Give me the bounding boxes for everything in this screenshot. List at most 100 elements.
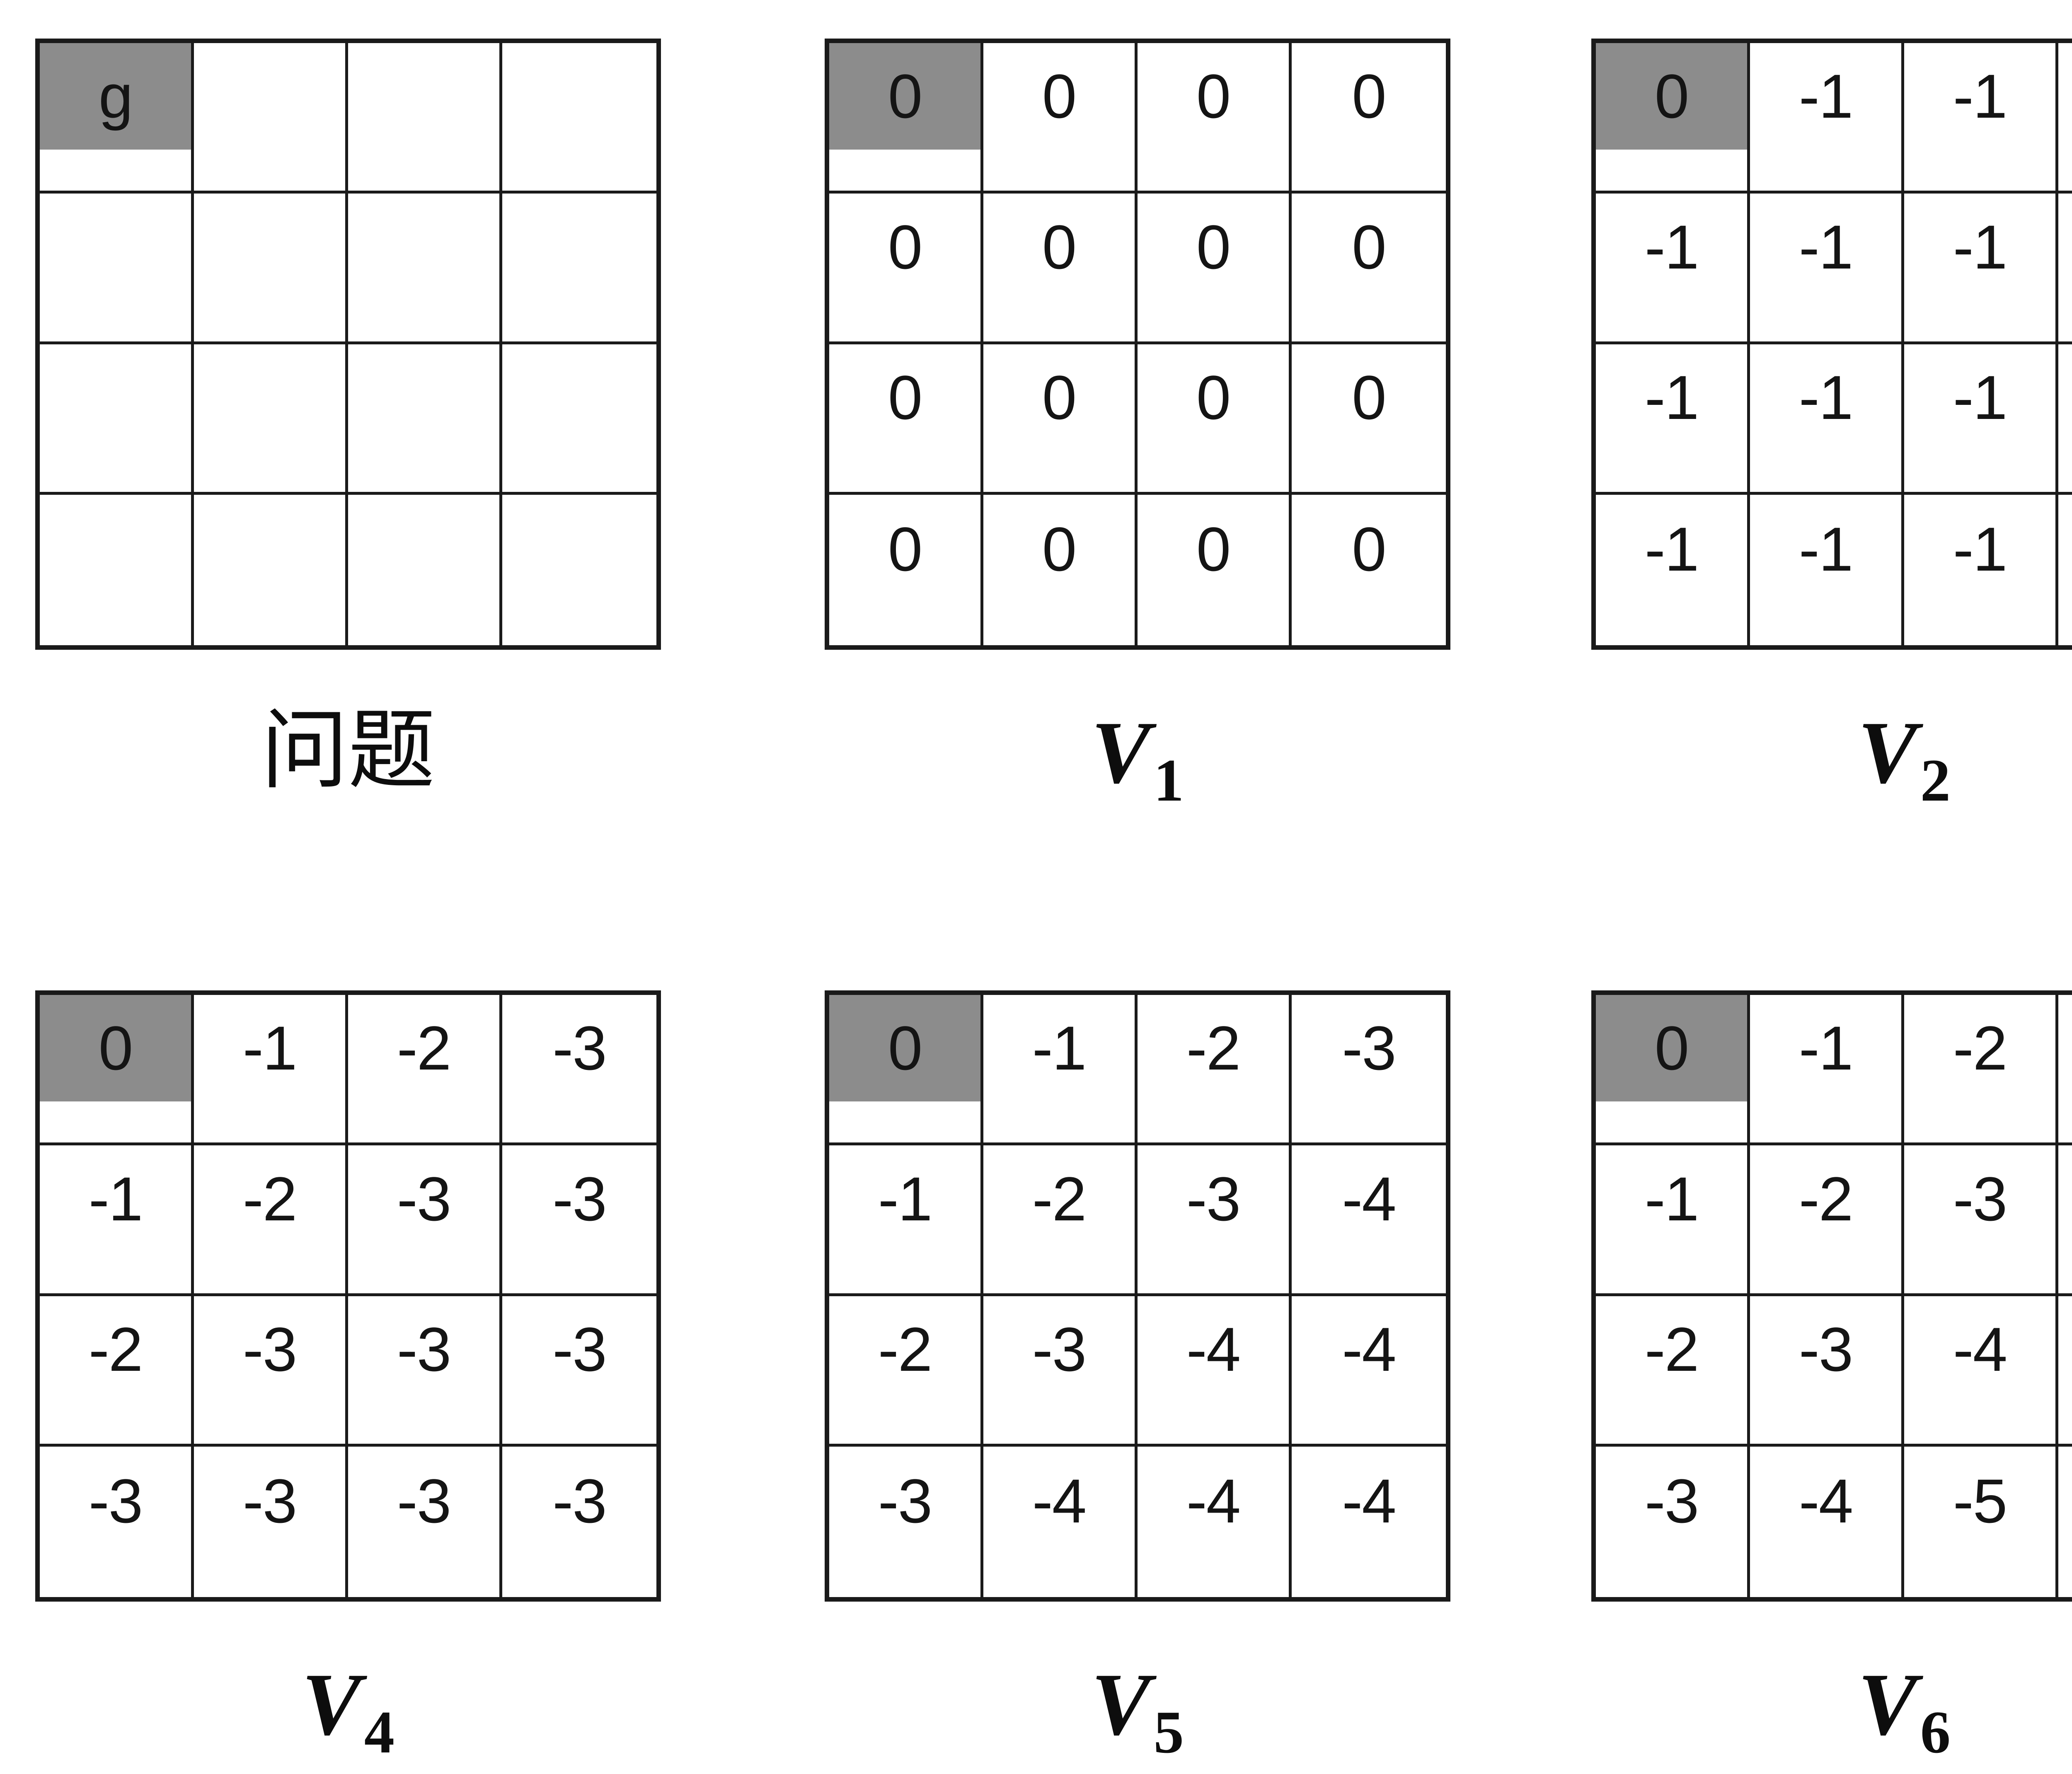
grid-cell	[502, 494, 656, 645]
grid-cell: -1	[1750, 494, 1904, 645]
panel-caption-v5: V5	[825, 1660, 1450, 1762]
grid-cell: -2	[1138, 995, 1292, 1146]
cell-value: -1	[88, 1164, 143, 1234]
grid-cell: -3	[983, 1296, 1138, 1447]
caption-symbol: V	[1858, 703, 1917, 802]
grid-cell: -1	[2058, 494, 2072, 645]
cell-value: -3	[397, 1314, 451, 1384]
cell-value: 0	[98, 1013, 133, 1083]
grid-cell: 0	[983, 194, 1138, 344]
grid-cell: -4	[1138, 1446, 1292, 1597]
cell-value: -3	[397, 1164, 451, 1234]
cell-value: -1	[1644, 514, 1699, 584]
cell-value	[502, 495, 656, 603]
cell-value	[194, 194, 345, 300]
cell-value: 0	[1352, 362, 1386, 432]
grid-cell: -2	[1904, 995, 2058, 1146]
grid-cell: -3	[1292, 995, 1446, 1146]
grid-cell	[502, 344, 656, 495]
cell-value: -1	[1953, 514, 2007, 584]
grid-cell: -2	[829, 1296, 983, 1447]
cell-value: -1	[1798, 212, 1853, 282]
grid-cell: -1	[1904, 43, 2058, 194]
cell-value: -1	[1644, 212, 1699, 282]
cell-value	[348, 194, 499, 300]
grid-cell	[40, 344, 194, 495]
grid-cell: -2	[1750, 1145, 1904, 1296]
cell-value: -1	[878, 1164, 932, 1234]
grid-cell: -5	[1904, 1446, 2058, 1597]
cell-value: -4	[1186, 1314, 1241, 1384]
grid-cell: -1	[194, 995, 348, 1146]
grid-cell: -3	[348, 1145, 502, 1296]
grid-v5: 0-1-2-3-1-2-3-4-2-3-4-4-3-4-4-4	[825, 990, 1450, 1602]
cell-value	[502, 344, 656, 451]
caption-subscript: 2	[1920, 746, 1951, 814]
cell-value: -4	[1342, 1164, 1396, 1234]
grid-cell: -3	[1596, 1446, 1750, 1597]
grid-cell: 0	[1138, 194, 1292, 344]
grid-cell: 0	[829, 995, 983, 1146]
cell-value: 0	[1654, 61, 1689, 131]
cell-value: -2	[1798, 1164, 1853, 1234]
cell-value: -2	[1186, 1013, 1241, 1083]
grid-cell: 0	[1292, 43, 1446, 194]
grid-cell: -4	[1904, 1296, 2058, 1447]
cell-value: -5	[2058, 1296, 2072, 1403]
grid-cell: 0	[983, 344, 1138, 495]
cell-value: -1	[1032, 1013, 1087, 1083]
cell-value	[502, 194, 656, 300]
grid-cell: -1	[1750, 995, 1904, 1146]
cell-value: 0	[1352, 514, 1386, 584]
panel-problem: g 问题	[35, 39, 661, 816]
grid-cell: -3	[829, 1446, 983, 1597]
cell-value: -2	[1032, 1164, 1087, 1234]
panel-caption-v4: V4	[35, 1660, 661, 1762]
panel-v2: 0-1-1-1-1-1-1-1-1-1-1-1-1-1-1-1V2	[1591, 39, 2072, 816]
grid-cell: 0	[1138, 344, 1292, 495]
grid-cell: -3	[502, 1145, 656, 1296]
cell-value: 0	[1042, 61, 1077, 131]
grid-cell: 0	[829, 494, 983, 645]
grid-cell: -3	[2058, 995, 2072, 1146]
grid-cell: -1	[1596, 344, 1750, 495]
grid-cell: -2	[1596, 1296, 1750, 1447]
grid-cell: -1	[1904, 344, 2058, 495]
grid-cell	[194, 43, 348, 194]
grid-problem: g	[35, 39, 661, 650]
cell-value: 0	[1352, 212, 1386, 282]
grid-cell: -4	[2058, 1145, 2072, 1296]
cell-value	[40, 194, 191, 300]
cell-value: -1	[1644, 362, 1699, 432]
grid-cell: -3	[348, 1296, 502, 1447]
grid-cell: -3	[1138, 1145, 1292, 1296]
grid-cell: -1	[1904, 194, 2058, 344]
grid-cell: -3	[1904, 1145, 2058, 1296]
cell-value: -3	[1342, 1013, 1396, 1083]
cell-value: 0	[888, 1013, 922, 1083]
cell-value: -4	[1342, 1314, 1396, 1384]
grid-cell: -1	[1596, 1145, 1750, 1296]
cell-value: -4	[1798, 1466, 1853, 1536]
grid-cell: 0	[983, 494, 1138, 645]
grid-cell: -1	[1750, 344, 1904, 495]
grid-cell: -4	[1138, 1296, 1292, 1447]
grid-cell: -1	[2058, 43, 2072, 194]
grid-cell: -4	[1750, 1446, 1904, 1597]
cell-value: g	[98, 61, 133, 131]
grid-cell: -3	[502, 995, 656, 1146]
cell-value: 0	[888, 212, 922, 282]
grid-cell: 0	[829, 43, 983, 194]
cell-value: -2	[1644, 1314, 1699, 1384]
grid-cell	[40, 194, 194, 344]
grid-cell: -3	[40, 1446, 194, 1597]
grid-cell: -4	[1292, 1296, 1446, 1447]
grid-cell: -1	[40, 1145, 194, 1296]
grid-cell: -5	[2058, 1296, 2072, 1447]
cell-value: -3	[1953, 1164, 2007, 1234]
grid-cell: 0	[1292, 194, 1446, 344]
caption-label: 问题	[261, 703, 435, 799]
grid-cell: -3	[502, 1446, 656, 1597]
grid-cell: -4	[983, 1446, 1138, 1597]
